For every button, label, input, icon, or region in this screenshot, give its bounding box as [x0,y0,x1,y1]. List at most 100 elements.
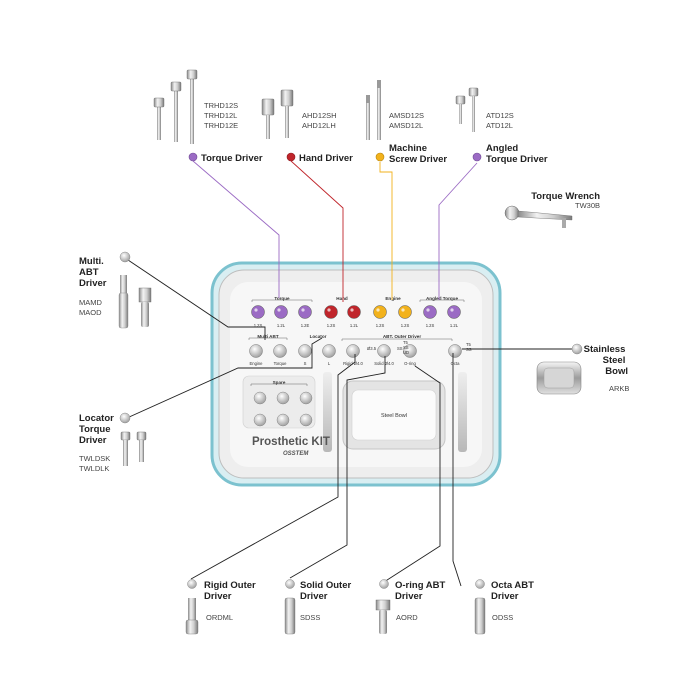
title-line: ABT [79,267,99,278]
color-slot-label: 1.2S [327,323,336,328]
line-machine-driver [379,162,393,300]
slot-highlight [254,308,258,312]
slot-highlight [450,308,454,312]
torque-wrench-image [504,205,573,228]
oring-abt-driver-image [375,599,391,634]
color-slot: 1.2L [274,305,288,328]
section-angled-torque: Angled Torque [426,296,459,301]
hand-driver-title: Hand Driver [299,153,353,164]
spare-slot-icon [276,413,290,427]
multi-abt-driver-group: Multi. ABT Driver MAMD MAOD [79,251,152,329]
color-slot-dot-icon [373,305,387,319]
slot-highlight [327,308,331,312]
color-slot-label: 1.2L [450,323,459,328]
color-slot: 1.2S [398,305,412,328]
title-line: Driver [79,278,107,289]
gray-slot-label: Octa [451,361,461,366]
machine-screw-driver-title: Machine Screw Driver [389,143,447,165]
color-slot-dot-icon [274,305,288,319]
slot-sublabel: T5 SS UD [403,340,410,355]
gray-dot-icon [571,343,583,355]
product-code: AHD12LH [302,121,336,130]
gray-dot-icon [475,579,485,589]
color-slot-label: 1.2S [376,323,385,328]
osstem-logo: OSSTEM [283,451,309,457]
gray-slot: Torque [273,344,287,366]
gray-slot-dot-icon [448,344,462,358]
product-code: ATD12S [486,111,514,120]
torque-wrench-title: Torque Wrench [531,191,600,202]
gray-slot-label: O-ring [404,361,416,366]
torque-color-dot-icon [188,152,198,162]
product-code: TRHD12L [204,111,237,120]
solid-outer-driver-title: Solid Outer Driver [300,580,354,602]
title-line: Multi. [79,256,104,267]
product-code: ORDML [206,613,233,622]
color-slot-dot-icon [423,305,437,319]
product-code: MAOD [79,308,102,317]
product-code: ATD12L [486,121,513,130]
slot-sublabel-line: UD [403,350,409,355]
locator-driver-image [120,431,147,466]
color-slot-label: 1.2L [277,323,286,328]
title-line: Torque Driver [486,154,548,165]
gray-slot-dot-icon [249,344,263,358]
slot-highlight [350,308,354,312]
title-line: Driver [300,591,328,602]
color-slot-dot-icon [447,305,461,319]
section-torque: Torque [274,296,290,301]
title-line: Octa ABT [491,580,534,591]
gray-slot-label: Solid Ø4.0 [374,361,394,366]
section-abt-outer-driver: ABT. Outer Driver [383,334,422,339]
spare-slots [253,391,313,427]
gray-slot: O-ring [403,344,417,366]
color-slot: 1.2L [447,305,461,328]
gray-slot-dot-icon [346,344,360,358]
connector-lines [124,160,577,587]
title-line: Screw Driver [389,154,447,165]
line-torque-driver [192,160,280,298]
gray-slot-label: L [328,361,331,366]
angled-torque-driver-group: ATD12S ATD12L Angled Torque Driver [455,87,548,165]
product-code: TWLDSK [79,454,110,463]
gray-dot-icon [187,579,197,589]
color-slot: 1.2S [423,305,437,328]
color-slot-label: 1.2E [301,323,310,328]
product-code: ODSS [492,613,513,622]
machine-screw-driver-group: AMSD12S AMSD12L Machine Screw Driver [366,80,447,165]
multi-abt-driver-title: Multi. ABT Driver [79,256,107,289]
color-slot-dot-icon [298,305,312,319]
slot-sublabel: SS [397,346,403,351]
slot-highlight [376,308,380,312]
gray-slot: L [322,344,336,366]
slot-sublabel: Ø3.5 [367,346,377,351]
spare-slot-icon [299,413,313,427]
title-line: Rigid Outer [204,580,256,591]
color-slot-label: 1.2S [401,323,410,328]
gray-slot-label: Engine [249,361,263,366]
rigid-outer-driver-image [185,598,199,635]
gray-dot-icon [119,251,131,263]
title-line: Steel [603,355,626,366]
title-line: Machine [389,143,427,154]
solid-outer-driver-image [284,597,296,635]
solid-outer-driver-group: Solid Outer Driver SDSS [284,579,354,635]
oring-abt-driver-title: O-ring ABT Driver [395,580,448,602]
gray-slot-label: Torque [274,361,287,366]
line-oring-abt [383,365,441,583]
slot-sublabel-line: SS [466,347,472,352]
title-line: Angled [486,143,518,154]
torque-wrench-code: TW30B [575,201,600,210]
product-code: MAMD [79,298,102,307]
spare-slot-icon [276,391,290,405]
line-rigid-outer [190,354,356,580]
line-octa-abt [452,353,462,587]
line-locator [126,337,323,419]
line-multi-abt [124,257,266,340]
kit-brand-title: Prosthetic KIT [252,436,330,448]
stainless-bowl-group: Stainless Steel Bowl ARKB [536,343,629,395]
product-code: TWLDLK [79,464,109,473]
oring-abt-driver-group: O-ring ABT Driver AORD [375,579,448,634]
stainless-bowl-image [536,361,582,395]
